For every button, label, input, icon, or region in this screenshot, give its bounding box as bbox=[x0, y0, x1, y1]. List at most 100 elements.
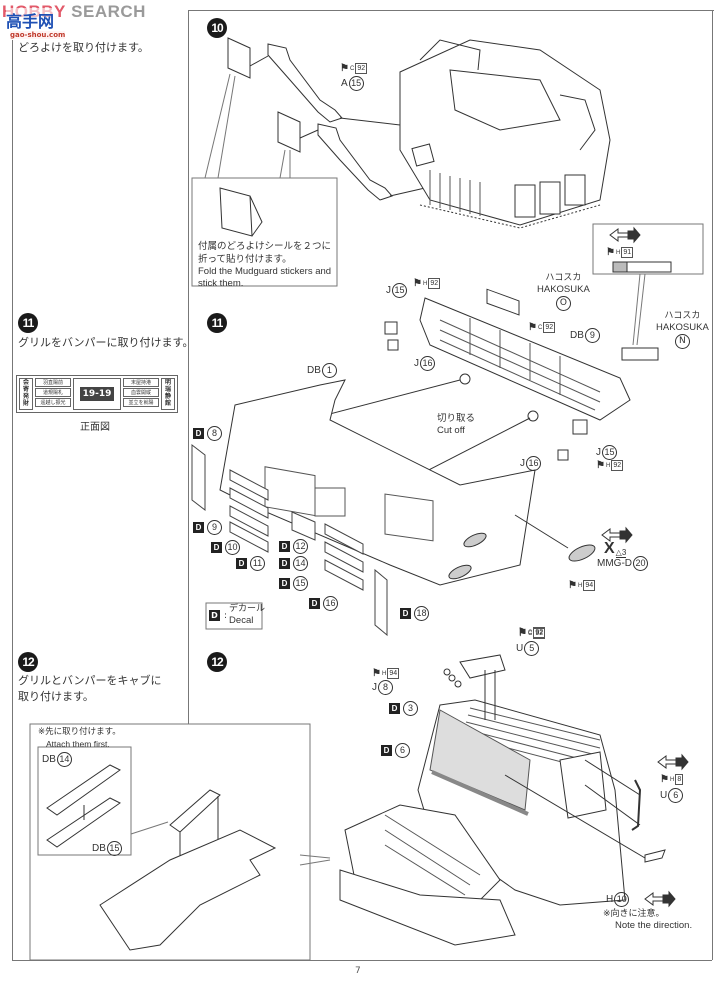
decal-number: 18 bbox=[414, 606, 429, 621]
cut-off-jp: 切り取る bbox=[437, 413, 476, 424]
step10-instruction: どろよけを取り付けます。 bbox=[18, 41, 149, 54]
decal-legend: D: デカール Decal bbox=[209, 604, 265, 627]
paint-sub: C bbox=[527, 630, 533, 637]
bottom-border bbox=[12, 960, 712, 961]
fold-note-jp-1: 付属のどろよけシールを２つに bbox=[198, 241, 332, 252]
paint-num: 92 bbox=[533, 628, 546, 639]
mudguard-flap-top bbox=[267, 43, 343, 123]
paint-num: 92 bbox=[543, 322, 556, 333]
part-number: 10 bbox=[614, 892, 630, 907]
right-border bbox=[712, 10, 713, 960]
part-number: N bbox=[674, 334, 690, 349]
step12-instruction-line1: グリルとバンパーをキャブに bbox=[18, 674, 162, 687]
watermark-brand-search: SEARCH bbox=[71, 2, 146, 21]
direction-note: ※向きに注意。 Note the direction. bbox=[603, 908, 692, 932]
fold-note: 付属のどろよけシールを２つに 折って貼り付けます。 Fold the Mudgu… bbox=[198, 240, 338, 290]
part-letter: U bbox=[660, 790, 668, 801]
front-panel-center: 19-19 bbox=[73, 378, 121, 410]
decal-number: 10 bbox=[225, 540, 240, 555]
decal-d-icon: D bbox=[236, 558, 247, 569]
hakosuka-jp: ハコスカ bbox=[664, 311, 701, 321]
part-letter: J bbox=[520, 458, 525, 469]
paint-flag-icon: ⚑ bbox=[413, 278, 422, 289]
fold-note-en-1: Fold the Mudguard stickers and bbox=[198, 266, 332, 277]
top-border bbox=[188, 10, 714, 11]
part-number: 15 bbox=[106, 841, 122, 856]
step11-badge: 11 bbox=[18, 313, 38, 333]
attach-first-note: ※先に取り付けます。 Attach them first. bbox=[38, 727, 121, 750]
part-number: 15 bbox=[602, 445, 617, 460]
watermark-logo-sub: gao-shou.com bbox=[10, 31, 66, 39]
part-number: 16 bbox=[526, 456, 541, 471]
paint-flag-icon: ⚑ bbox=[596, 460, 605, 471]
front-view-caption: 正面図 bbox=[80, 422, 110, 433]
front-panel-left-tag: 会 寄 発 財 bbox=[19, 378, 33, 410]
part-letter: DB bbox=[307, 365, 321, 376]
paint-flag-icon: ⚑ bbox=[372, 668, 381, 679]
paint-flag-icon: ⚑ bbox=[518, 627, 527, 638]
paint-flag-icon: ⚑ bbox=[606, 247, 615, 258]
paint-flag-icon: ⚑ bbox=[518, 628, 527, 639]
decal-number: 8 bbox=[207, 426, 222, 441]
part-number: 16 bbox=[420, 356, 435, 371]
part-number: O bbox=[555, 296, 571, 311]
paint-num: 92 bbox=[428, 278, 441, 289]
part-number: 5 bbox=[524, 641, 540, 656]
part-letter: J bbox=[386, 285, 391, 296]
warning-triangle-icon: △3 bbox=[615, 548, 627, 558]
part-label-x3: X △3 bbox=[604, 540, 627, 558]
decal-d-icon: D bbox=[209, 610, 220, 621]
decal-legend-jp: デカール bbox=[229, 604, 266, 614]
decal-number: 3 bbox=[403, 701, 418, 716]
part-number: 1 bbox=[321, 363, 337, 378]
paint-sub: H bbox=[422, 280, 428, 287]
part-letter: H bbox=[606, 894, 614, 905]
attach-first-jp: ※先に取り付けます。 bbox=[38, 727, 121, 737]
part-letter: DB bbox=[92, 843, 106, 854]
column-divider bbox=[188, 10, 189, 960]
cut-off-en: Cut off bbox=[437, 425, 465, 436]
paint-sub: C bbox=[527, 629, 533, 636]
paint-flag-icon: ⚑ bbox=[528, 322, 537, 333]
decal-number: 6 bbox=[395, 743, 410, 758]
part-letter: X bbox=[604, 540, 615, 557]
decal-number: 15 bbox=[293, 576, 308, 591]
decal-d-icon: D bbox=[309, 598, 320, 609]
decal-number: 14 bbox=[293, 556, 308, 571]
part-letter: MMG-D bbox=[597, 558, 632, 569]
decal-number: 11 bbox=[250, 556, 265, 571]
part-number: 9 bbox=[584, 328, 600, 343]
paint-sub: H bbox=[605, 462, 611, 469]
front-view-panel: 会 寄 発 財 羽直陽前 道規陽札 遥越し振光 19-19 末屋持港 血雲開縦 … bbox=[16, 375, 178, 413]
front-panel-plate: 羽直陽前 bbox=[35, 378, 71, 387]
paint-sub: H bbox=[577, 582, 583, 589]
decal-d-icon: D bbox=[389, 703, 400, 714]
step10-badge: 10 bbox=[207, 18, 227, 38]
front-panel-right-plates: 末屋持港 血雲開縦 並立を就陽 bbox=[123, 378, 159, 410]
direction-note-en: Note the direction. bbox=[615, 920, 693, 931]
decal-d-icon: D bbox=[279, 578, 290, 589]
front-panel-plate: 血雲開縦 bbox=[123, 388, 159, 397]
attach-first-en: Attach them first. bbox=[46, 739, 110, 749]
fold-note-en-2: stick them. bbox=[198, 278, 244, 289]
front-panel-display: 19-19 bbox=[79, 387, 115, 401]
paint-num: 94 bbox=[583, 580, 596, 591]
hakosuka-en: HAKOSUKA bbox=[537, 284, 590, 295]
paint-sub: C bbox=[349, 65, 355, 72]
